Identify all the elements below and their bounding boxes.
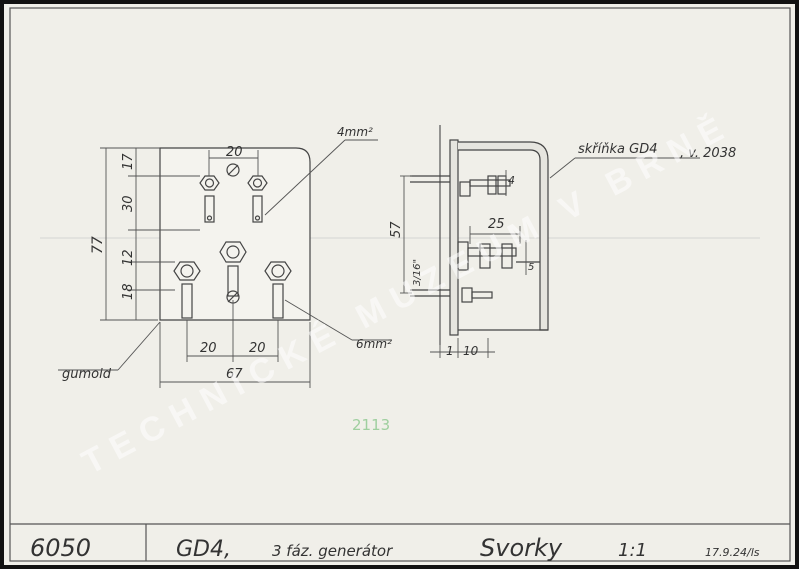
dim-thread: 3/16"	[412, 259, 423, 286]
dim-height-3: 12	[121, 249, 136, 266]
bolt-middle	[457, 241, 540, 271]
bolt-bottom	[410, 287, 493, 303]
dim-spacing-right: 20	[249, 341, 266, 356]
dim-bolt-4: 4	[508, 174, 515, 187]
terminal-box-side-view	[410, 125, 549, 345]
terminal-large-right	[264, 261, 292, 319]
left-view-dimensions	[58, 139, 392, 388]
title-number: 6050	[30, 534, 91, 562]
dim-height-4: 18	[121, 283, 136, 300]
dim-spacing-25: 25	[488, 217, 505, 232]
right-view-dimensions	[400, 157, 700, 358]
dim-total-height: 77	[90, 236, 106, 254]
title-scale: 1:1	[618, 540, 647, 561]
dim-top: 20	[226, 145, 243, 160]
dim-height-2: 30	[121, 195, 136, 212]
dim-height-57: 57	[389, 221, 404, 238]
dim-height-1: 17	[121, 153, 136, 170]
title-date: 17.9.24/ls	[705, 546, 760, 559]
label-wire-4mm: 4mm²	[337, 125, 373, 139]
title-description: 3 fáz. generátor	[272, 542, 393, 560]
dim-plate-1: 1	[446, 344, 454, 358]
terminal-large-center	[219, 241, 247, 297]
stamp-number: 2113	[352, 416, 390, 434]
terminal-small-right	[247, 175, 268, 223]
label-wire-6mm: 6mm²	[356, 337, 392, 351]
title-device: GD4,	[176, 537, 231, 562]
dim-nut-5: 5	[528, 262, 534, 273]
terminal-large-left	[173, 261, 201, 319]
screw-top	[226, 163, 240, 177]
label-ref: , v. 2038	[680, 146, 736, 161]
dim-depth-10: 10	[463, 344, 479, 358]
drawing-frame	[9, 7, 791, 562]
terminal-small-left	[199, 175, 220, 223]
label-material: gumoid	[62, 367, 112, 382]
label-box: skříňka GD4	[578, 142, 657, 157]
dim-total-width: 67	[226, 367, 243, 382]
terminal-plate-front-view	[159, 147, 311, 321]
dim-spacing-left: 20	[200, 341, 217, 356]
title-name: Svorky	[480, 534, 563, 562]
